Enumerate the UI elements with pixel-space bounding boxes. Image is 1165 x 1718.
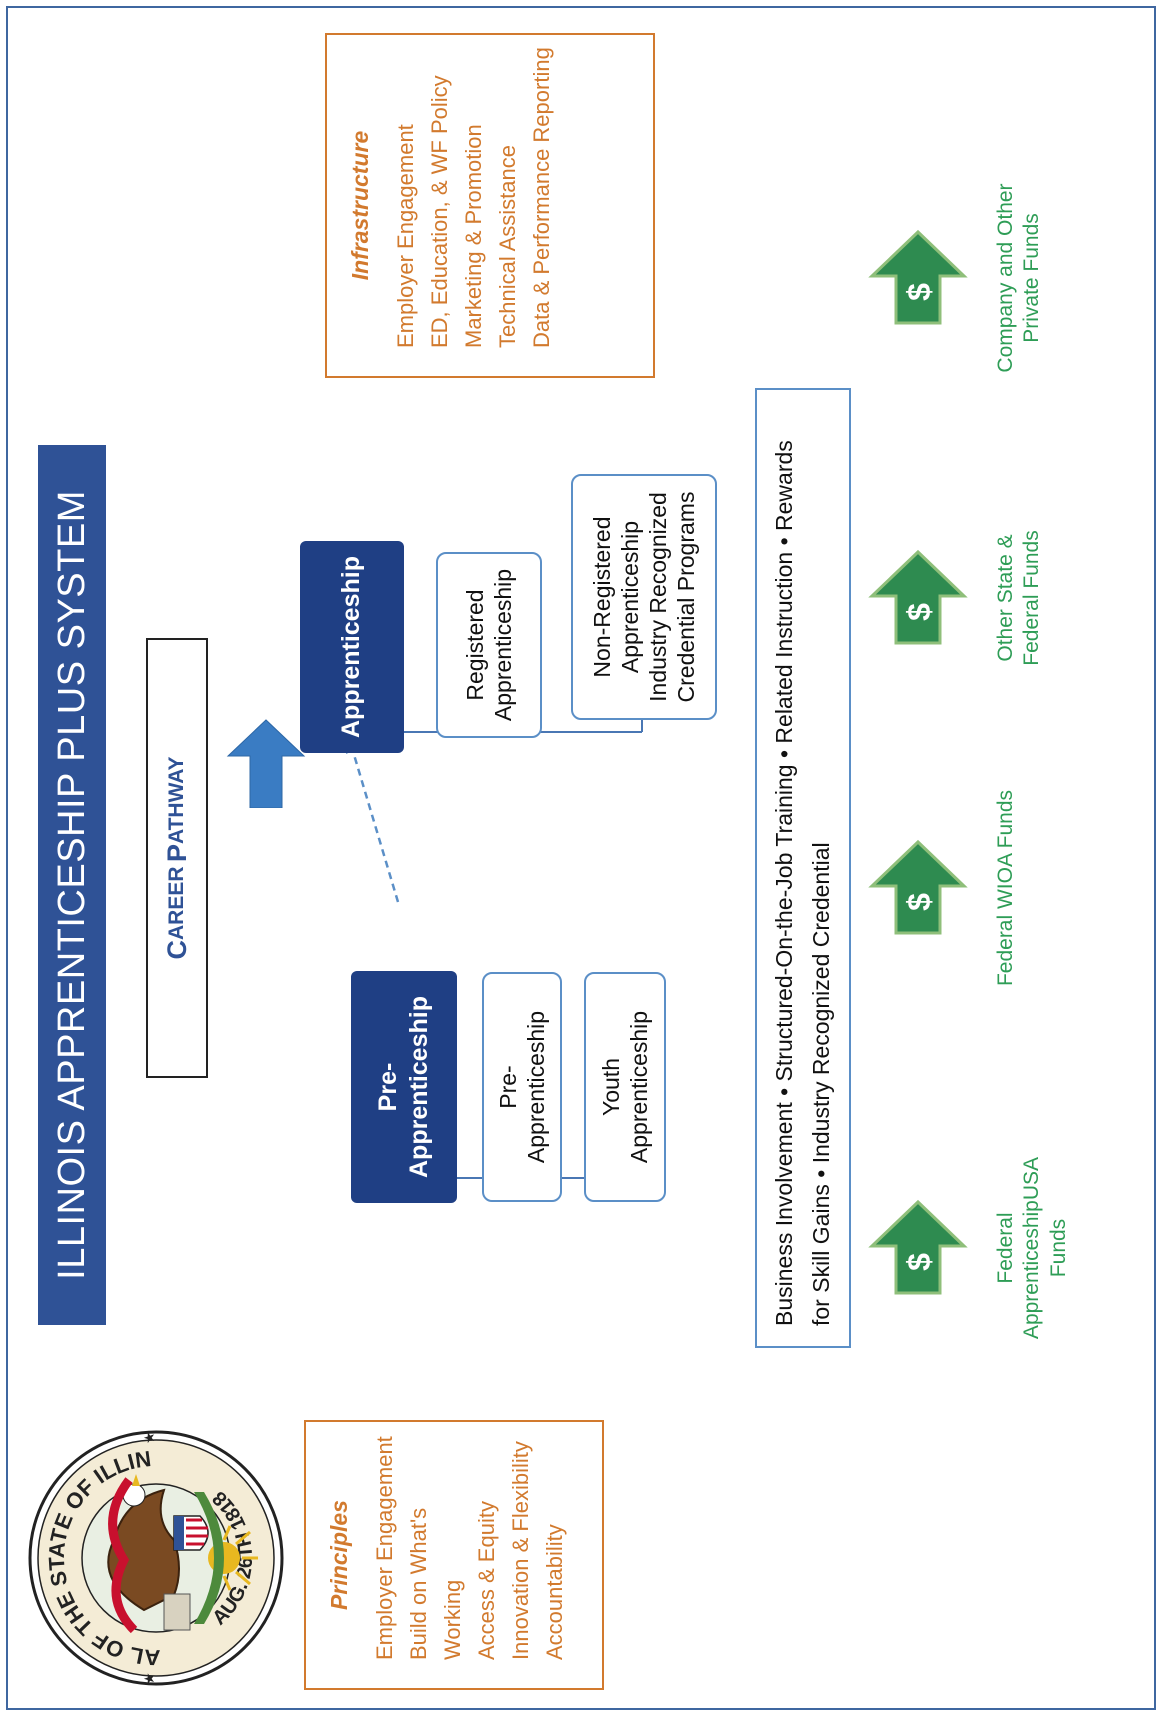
infrastructure-list: Employer Engagement ED, Education, & WF P… (389, 45, 559, 366)
svg-text:★: ★ (141, 1672, 157, 1685)
pathway-rest: ATHWAY (165, 756, 188, 845)
core-elements-box: Business Involvement • Structured-On-the… (755, 388, 851, 1348)
dollar-icon: $ (901, 893, 937, 911)
principles-box: Principles Employer Engagement Build on W… (304, 1420, 604, 1690)
principles-item: Access & Equity (473, 1501, 499, 1660)
funding-arrow: $ (868, 839, 968, 935)
principles-item: Employer Engagement (371, 1436, 397, 1660)
non-registered-apprenticeship-child: Non-Registered Apprenticeship Industry R… (571, 474, 717, 720)
progression-arrow (346, 738, 400, 903)
funding-arrow: $ (868, 229, 968, 325)
infrastructure-box: Infrastructure Employer Engagement ED, Ed… (325, 33, 655, 378)
dollar-icon: $ (901, 1253, 937, 1271)
core-elements-text: Business Involvement • Structured-On-the… (771, 440, 834, 1326)
principles-item: Accountability (542, 1524, 568, 1660)
pathway-initial: P (161, 844, 192, 863)
page-frame: SEAL OF THE STATE OF ILLINOIS AUG. 26TH … (6, 6, 1156, 1710)
registered-apprenticeship-child: Registered Apprenticeship (436, 552, 542, 738)
principles-list: Employer Engagement Build on What's Worki… (368, 1432, 573, 1678)
youth-apprenticeship-child: Youth Apprenticeship (584, 972, 666, 1202)
funding-label: Federal WIOA Funds (994, 789, 1017, 987)
funding-label: Company and Other Private Funds (994, 183, 1044, 373)
pre-apprenticeship-box: Pre- Apprenticeship (351, 971, 457, 1203)
diagram-title: ILLINOIS APPRENTICESHIP PLUS SYSTEM (38, 445, 106, 1325)
principles-heading: Principles (326, 1500, 352, 1610)
funding-arrow: $ (868, 549, 968, 645)
infrastructure-heading: Infrastructure (347, 130, 373, 281)
pre-apprenticeship-child: Pre- Apprenticeship (482, 972, 562, 1202)
funding-label: Other State & Federal Funds (994, 530, 1044, 666)
funding-arrow: $ (868, 1199, 968, 1295)
apprenticeship-box: Apprenticeship (300, 541, 404, 753)
infrastructure-item: Marketing & Promotion (460, 124, 486, 348)
infrastructure-item: ED, Education, & WF Policy (426, 75, 452, 348)
infrastructure-item: Technical Assistance (494, 145, 520, 348)
svg-text:★: ★ (141, 1431, 157, 1444)
career-initial: C (161, 940, 192, 960)
principles-item: Innovation & Flexibility (508, 1441, 534, 1660)
career-pathway-arrow (226, 719, 306, 808)
dollar-icon: $ (901, 603, 937, 621)
infrastructure-item: Data & Performance Reporting (529, 47, 555, 348)
career-rest: AREER (165, 866, 188, 940)
infrastructure-item: Employer Engagement (392, 124, 418, 348)
principles-item: Build on What's Working (405, 1507, 465, 1660)
dollar-icon: $ (901, 283, 937, 301)
rotated-diagram: SEAL OF THE STATE OF ILLINOIS AUG. 26TH … (8, 8, 1154, 1708)
illinois-seal: SEAL OF THE STATE OF ILLINOIS AUG. 26TH … (8, 1425, 289, 1699)
funding-label: Federal ApprenticeshipUSA Funds (994, 1156, 1070, 1340)
